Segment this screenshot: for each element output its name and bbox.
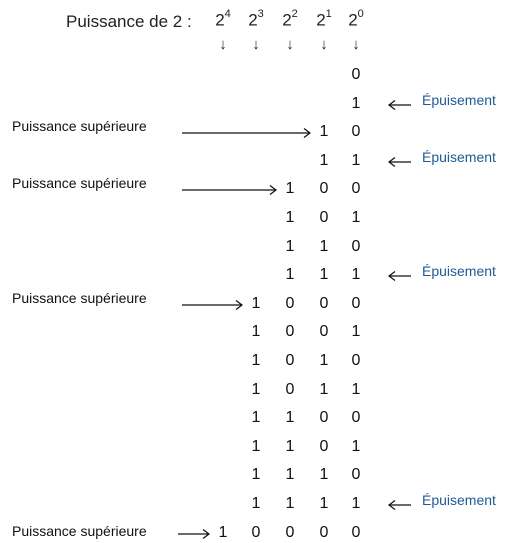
bit-cell: 1	[351, 438, 361, 455]
power-exponent: 2	[291, 8, 298, 20]
bit-cell: 0	[351, 524, 361, 541]
bit-cell: 0	[351, 352, 361, 369]
bit-cell: 0	[351, 66, 361, 83]
bit-cell: 0	[319, 180, 329, 197]
bit-cell: 1	[285, 238, 295, 255]
bit-cell: 1	[285, 180, 295, 197]
bit-cell: 0	[285, 295, 295, 312]
bit-cell: 0	[351, 409, 361, 426]
power-exponent: 3	[257, 8, 264, 20]
title: Puissance de 2 :	[66, 12, 192, 31]
exhaustion-note: Épuisement	[422, 492, 496, 508]
power-base: 2	[348, 10, 358, 30]
arrow-down-icon: ↓	[352, 36, 360, 53]
bit-cell: 0	[285, 352, 295, 369]
power-base: 2	[282, 10, 292, 30]
bit-cell: 1	[251, 495, 261, 512]
exhaustion-note: Épuisement	[422, 263, 496, 279]
bit-cell: 1	[319, 266, 329, 283]
power-of-two-3: 23	[241, 8, 271, 31]
power-exponent: 0	[357, 8, 364, 20]
bit-cell: 1	[285, 495, 295, 512]
arrow-down-icon: ↓	[286, 36, 294, 53]
arrow-down-icon: ↓	[252, 36, 260, 53]
bit-cell: 1	[251, 352, 261, 369]
bit-cell: 1	[251, 466, 261, 483]
bit-cell: 1	[319, 495, 329, 512]
arrow-left-icon	[388, 157, 411, 167]
bit-cell: 0	[285, 323, 295, 340]
bit-cell: 1	[351, 209, 361, 226]
bit-cell: 0	[285, 381, 295, 398]
bit-cell: 0	[319, 438, 329, 455]
arrow-right-icon	[182, 185, 277, 195]
bit-cell: 1	[351, 152, 361, 169]
arrow-down-icon: ↓	[219, 36, 227, 53]
bit-cell: 1	[251, 438, 261, 455]
bit-cell: 0	[319, 323, 329, 340]
bit-cell: 1	[285, 466, 295, 483]
arrow-left-icon	[388, 100, 411, 110]
bit-cell: 0	[351, 466, 361, 483]
bit-cell: 1	[251, 381, 261, 398]
bit-cell: 1	[351, 95, 361, 112]
bit-cell: 0	[285, 524, 295, 541]
bit-cell: 1	[319, 152, 329, 169]
bit-cell: 0	[351, 295, 361, 312]
higher-power-label: Puissance supérieure	[12, 118, 147, 134]
arrow-left-icon	[388, 271, 411, 281]
bit-cell: 0	[351, 123, 361, 140]
bit-cell: 1	[319, 352, 329, 369]
power-of-two-2: 22	[275, 8, 305, 31]
bit-cell: 1	[319, 466, 329, 483]
higher-power-label: Puissance supérieure	[12, 523, 147, 539]
bit-cell: 1	[285, 266, 295, 283]
power-base: 2	[316, 10, 326, 30]
bit-cell: 1	[251, 323, 261, 340]
exhaustion-note: Épuisement	[422, 149, 496, 165]
higher-power-label: Puissance supérieure	[12, 290, 147, 306]
power-of-two-1: 21	[309, 8, 339, 31]
bit-cell: 1	[351, 266, 361, 283]
bit-cell: 1	[251, 409, 261, 426]
bit-cell: 1	[319, 123, 329, 140]
arrow-down-icon: ↓	[320, 36, 328, 53]
bit-cell: 0	[319, 524, 329, 541]
bit-cell: 1	[351, 495, 361, 512]
bit-cell: 1	[251, 295, 261, 312]
arrow-right-icon	[182, 128, 311, 138]
power-base: 2	[248, 10, 258, 30]
arrow-right-icon	[178, 529, 210, 539]
bit-cell: 1	[285, 438, 295, 455]
bit-cell: 0	[351, 238, 361, 255]
arrow-left-icon	[388, 500, 411, 510]
bit-cell: 0	[351, 180, 361, 197]
power-of-two-0: 20	[341, 8, 371, 31]
power-exponent: 1	[325, 8, 332, 20]
bit-cell: 0	[319, 409, 329, 426]
bit-cell: 0	[319, 295, 329, 312]
exhaustion-note: Épuisement	[422, 92, 496, 108]
power-exponent: 4	[224, 8, 231, 20]
power-of-two-4: 24	[208, 8, 238, 31]
bit-cell: 1	[351, 381, 361, 398]
higher-power-label: Puissance supérieure	[12, 175, 147, 191]
bit-cell: 1	[218, 524, 228, 541]
bit-cell: 1	[285, 209, 295, 226]
bit-cell: 1	[319, 238, 329, 255]
bit-cell: 1	[351, 323, 361, 340]
arrow-right-icon	[182, 300, 243, 310]
bit-cell: 1	[285, 409, 295, 426]
bit-cell: 1	[319, 381, 329, 398]
bit-cell: 0	[319, 209, 329, 226]
power-base: 2	[215, 10, 225, 30]
bit-cell: 0	[251, 524, 261, 541]
